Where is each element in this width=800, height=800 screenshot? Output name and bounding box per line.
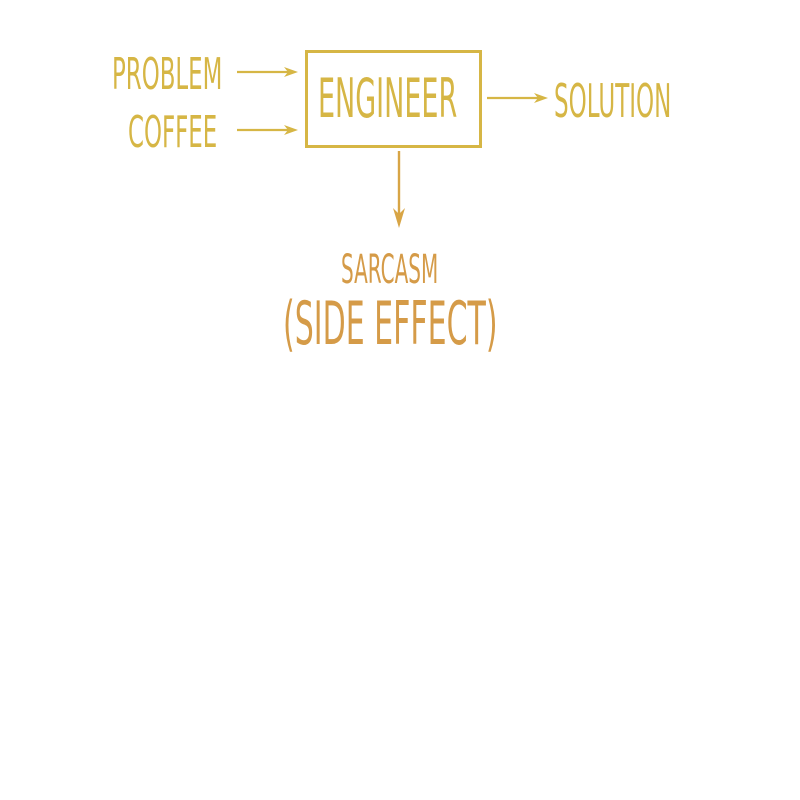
arrow-down-icon-sarcasm (393, 151, 405, 228)
process-label-engineer: ENGINEER (318, 67, 458, 130)
arrow-right-icon-solution (487, 93, 548, 103)
arrow-right-icon-coffee (237, 125, 298, 135)
side-output-label-sarcasm: SARCASM (341, 247, 439, 293)
engineer-process-box (305, 50, 482, 148)
side-output-sublabel: (SIDE EFFECT) (283, 289, 498, 359)
output-label-solution: SOLUTION (554, 74, 672, 128)
input-label-problem: PROBLEM (112, 49, 223, 100)
arrow-right-icon-problem (237, 67, 298, 77)
input-label-coffee: COFFEE (128, 107, 218, 158)
